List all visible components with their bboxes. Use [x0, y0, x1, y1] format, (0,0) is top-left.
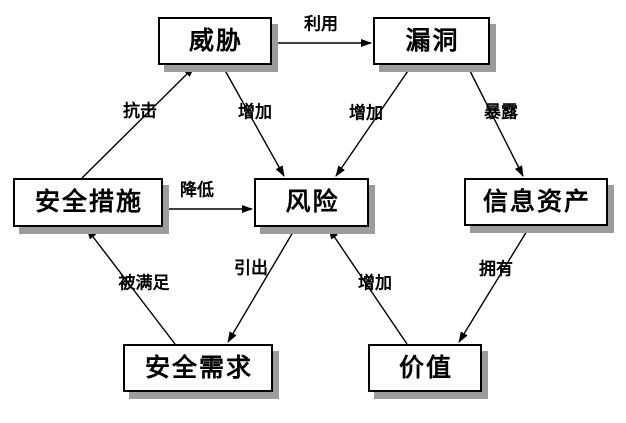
edge-label-increase-value: 增加 — [358, 273, 392, 293]
node-assets: 信息资产 — [464, 178, 608, 226]
node-vulnerability-label: 漏洞 — [405, 26, 460, 55]
edge-risk-requirements-line — [227, 226, 297, 343]
edge-requirements-safeguards-line — [86, 228, 176, 345]
node-value-label: 价值 — [398, 353, 453, 382]
edge-safeguards-threat-line — [81, 66, 195, 179]
edge-label-own: 拥有 — [479, 259, 513, 279]
edge-vulnerability-assets-line — [466, 64, 524, 177]
node-risk-label: 风险 — [285, 188, 340, 216]
edge-label-derive: 引出 — [234, 258, 268, 278]
edge-label-increase-threat: 增加 — [238, 102, 272, 122]
edge-vulnerability-risk-line — [335, 64, 413, 177]
node-risk: 风险 — [254, 178, 369, 227]
node-threat: 威胁 — [158, 17, 272, 65]
edge-label-exploit: 利用 — [304, 14, 338, 34]
node-safeguards: 安全措施 — [13, 178, 163, 227]
edge-label-resist: 抗击 — [123, 101, 157, 121]
node-value: 价值 — [368, 344, 482, 392]
node-safeguards-label: 安全措施 — [34, 188, 143, 216]
node-requirements: 安全需求 — [123, 344, 273, 392]
edge-label-reduce: 降低 — [180, 180, 214, 200]
edge-label-increase-vulnerability: 增加 — [349, 103, 383, 123]
node-requirements-label: 安全需求 — [144, 353, 253, 382]
edge-threat-risk-line — [221, 64, 285, 177]
node-vulnerability: 漏洞 — [373, 17, 490, 65]
edge-label-expose: 暴露 — [484, 102, 518, 122]
node-threat-label: 威胁 — [188, 26, 243, 55]
edge-value-risk-line — [328, 228, 408, 345]
edge-label-satisfied: 被满足 — [118, 273, 170, 293]
edge-assets-value-line — [458, 225, 531, 343]
node-assets-label: 信息资产 — [482, 187, 591, 216]
